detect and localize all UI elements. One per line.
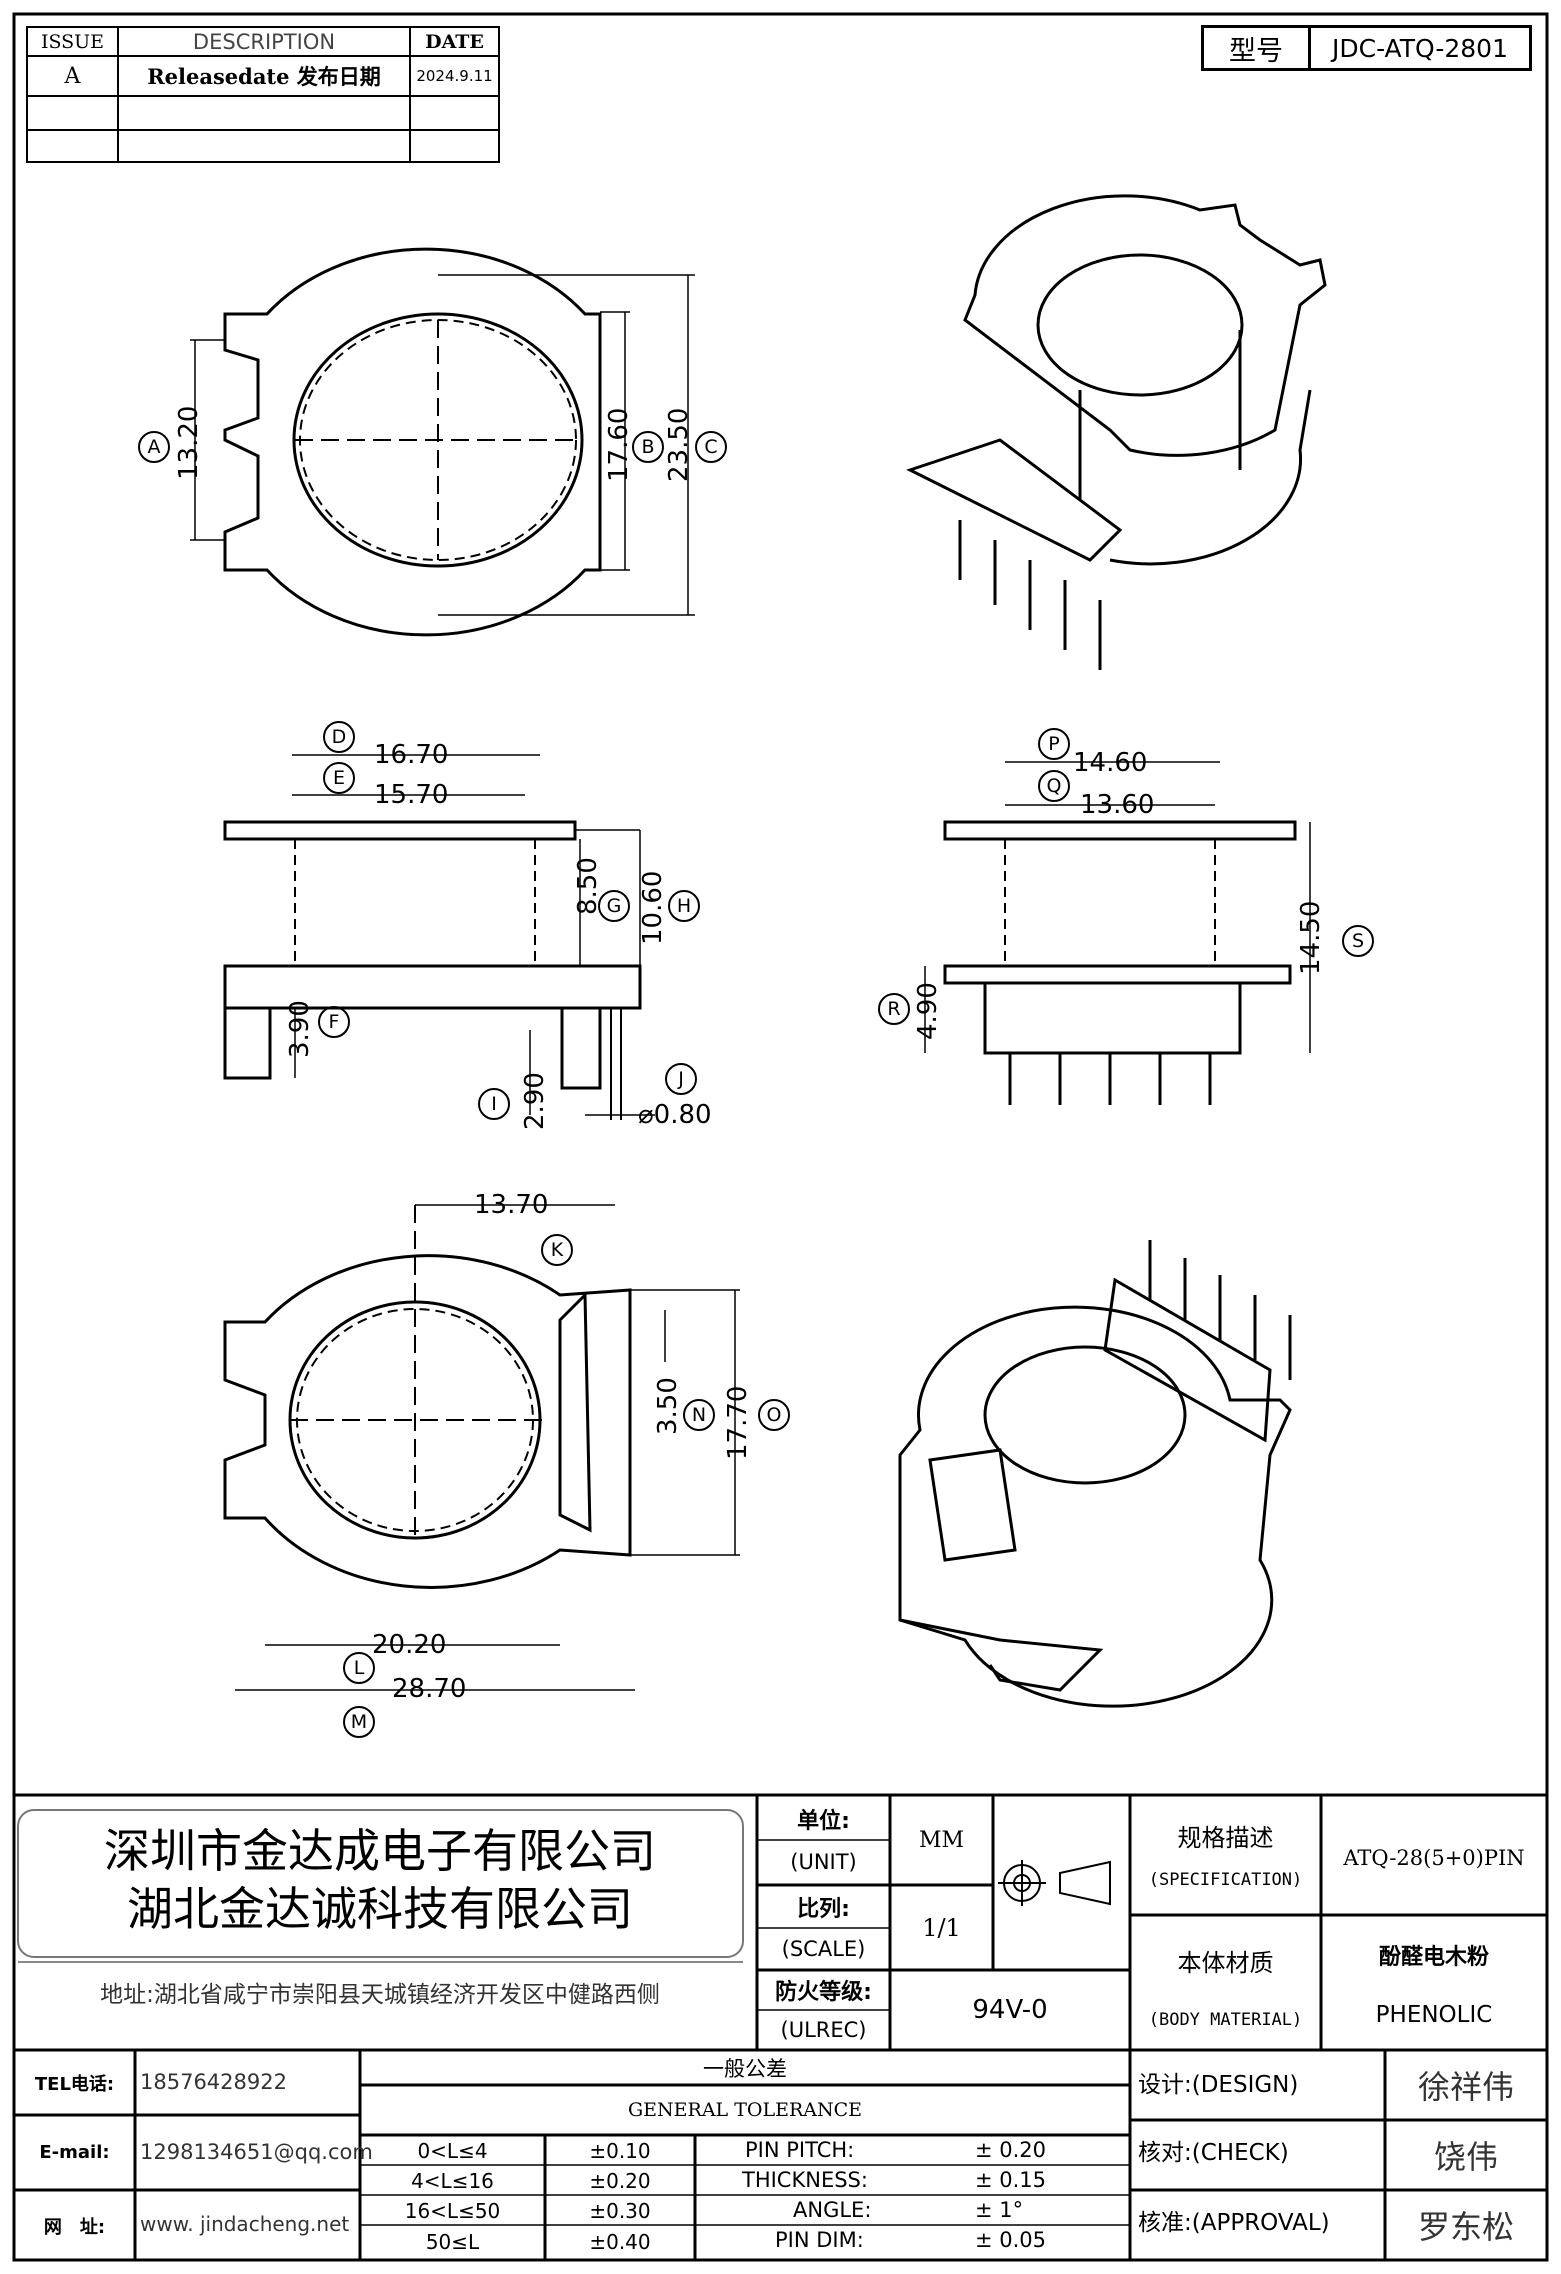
header-description: DESCRIPTION — [192, 29, 336, 54]
row-date: 2024.9.11 — [416, 67, 493, 85]
tolerance-range-3: 16<L≤50 — [404, 2199, 501, 2223]
dim-E: 15.70 — [374, 780, 449, 810]
tolerance-other-label-3: ANGLE: — [793, 2198, 872, 2222]
check-label: 核对:(CHECK) — [1138, 2140, 1289, 2166]
tolerance-value-2: ±0.20 — [589, 2169, 651, 2193]
dim-label-G: G — [598, 890, 630, 922]
iso-view-top — [906, 194, 1327, 670]
fire-label-cn: 防火等级: — [775, 1980, 872, 2005]
tolerance-value-1: ±0.10 — [589, 2139, 651, 2163]
spec-value: ATQ-28(5+0)PIN — [1343, 1845, 1525, 1870]
tel-value: 18576428922 — [140, 2070, 287, 2094]
dim-label-O: O — [758, 1399, 790, 1431]
dim-K: 13.70 — [474, 1190, 549, 1220]
web-value[interactable]: www. jindacheng.net — [140, 2212, 350, 2236]
dim-label-N: N — [683, 1399, 715, 1431]
unit-value: MM — [918, 1827, 965, 1853]
iso-view-bottom — [898, 1240, 1292, 1708]
side-view — [924, 761, 1311, 1105]
dim-D: 16.70 — [374, 740, 449, 770]
unit-label-en: (UNIT) — [790, 1850, 857, 1874]
dim-label-E: E — [323, 762, 355, 794]
tolerance-other-value-3: ± 1° — [975, 2198, 1024, 2222]
tolerance-other-value-4: ± 0.05 — [975, 2228, 1047, 2252]
material-label-en: (BODY MATERIAL) — [1148, 2010, 1303, 2030]
spec-label-en: (SPECIFICATION) — [1148, 1870, 1303, 1890]
email-label: E-mail: — [39, 2142, 110, 2163]
tolerance-value-4: ±0.40 — [589, 2230, 651, 2254]
tel-label: TEL电话: — [34, 2073, 115, 2095]
check-name: 饶伟 — [1433, 2138, 1498, 2176]
approval-name: 罗东松 — [1417, 2208, 1514, 2246]
bottom-view — [223, 1204, 740, 1691]
tolerance-title-cn: 一般公差 — [703, 2057, 787, 2081]
dim-P: 14.60 — [1073, 748, 1148, 778]
approval-label: 核准:(APPROVAL) — [1138, 2210, 1330, 2236]
dim-L: 20.20 — [372, 1630, 447, 1660]
tolerance-title-en: GENERAL TOLERANCE — [627, 2099, 863, 2121]
material-value-cn: 酚醛电木粉 — [1378, 1945, 1489, 1970]
material-label-cn: 本体材质 — [1177, 1948, 1274, 1977]
row-description: Releasedate 发布日期 — [147, 64, 381, 89]
tolerance-range-1: 0<L≤4 — [417, 2139, 488, 2163]
web-label: 网 址: — [43, 2216, 106, 2238]
projection-symbol-icon — [998, 1860, 1111, 1906]
dim-label-S: S — [1342, 925, 1374, 957]
model-label: 型号 — [1229, 35, 1283, 67]
unit-label-cn: 单位: — [797, 1809, 850, 1834]
dim-Q: 13.60 — [1080, 790, 1155, 820]
dim-label-A: A — [138, 431, 170, 463]
company-name-2: 湖北金达诚科技有限公司 — [127, 1882, 633, 1936]
dim-label-M: M — [343, 1706, 375, 1738]
dim-J: ⌀0.80 — [638, 1100, 712, 1130]
dim-label-Q: Q — [1038, 770, 1070, 802]
email-value[interactable]: 1298134651@qq.com — [140, 2140, 373, 2164]
tolerance-other-label-1: PIN PITCH: — [745, 2138, 855, 2162]
drawing-frame — [12, 12, 1549, 2262]
front-view — [223, 754, 655, 1120]
model-value: JDC-ATQ-2801 — [1331, 33, 1508, 63]
tolerance-range-4: 50≤L — [425, 2230, 480, 2254]
material-value-en: PHENOLIC — [1375, 2002, 1493, 2028]
tolerance-value-3: ±0.30 — [589, 2199, 651, 2223]
dim-label-K: K — [541, 1234, 573, 1266]
header-issue: ISSUE — [40, 30, 105, 53]
dim-label-I: I — [478, 1088, 510, 1120]
row-issue: A — [64, 63, 81, 89]
tolerance-other-label-4: PIN DIM: — [775, 2228, 864, 2252]
design-label: 设计:(DESIGN) — [1138, 2072, 1299, 2098]
company-address: 地址:湖北省咸宁市崇阳县天城镇经济开发区中健路西侧 — [100, 1982, 660, 2008]
fire-label-en: (ULREC) — [780, 2018, 867, 2042]
tolerance-other-value-1: ± 0.20 — [975, 2138, 1047, 2162]
tolerance-other-value-2: ± 0.15 — [975, 2168, 1047, 2192]
scale-label-cn: 比列: — [797, 1897, 850, 1922]
revision-table-grid — [26, 26, 500, 163]
dim-label-L: L — [343, 1652, 375, 1684]
top-view — [190, 247, 695, 637]
dim-label-J: J — [665, 1063, 697, 1095]
spec-label-cn: 规格描述 — [1177, 1823, 1274, 1852]
dim-M: 28.70 — [392, 1674, 467, 1704]
fire-value: 94V-0 — [972, 1995, 1048, 2025]
dim-label-C: C — [695, 431, 727, 463]
header-date: DATE — [425, 30, 484, 53]
dim-label-R: R — [878, 993, 910, 1025]
tolerance-other-label-2: THICKNESS: — [742, 2168, 868, 2192]
scale-value: 1/1 — [922, 1914, 961, 1942]
dim-label-D: D — [323, 721, 355, 753]
dim-label-P: P — [1038, 728, 1070, 760]
dim-label-B: B — [632, 431, 664, 463]
company-name-1: 深圳市金达成电子有限公司 — [104, 1824, 656, 1878]
tolerance-range-2: 4<L≤16 — [411, 2169, 494, 2193]
design-name: 徐祥伟 — [1417, 2068, 1514, 2106]
dim-label-H: H — [668, 890, 700, 922]
dim-label-F: F — [318, 1006, 350, 1038]
scale-label-en: (SCALE) — [781, 1937, 866, 1961]
